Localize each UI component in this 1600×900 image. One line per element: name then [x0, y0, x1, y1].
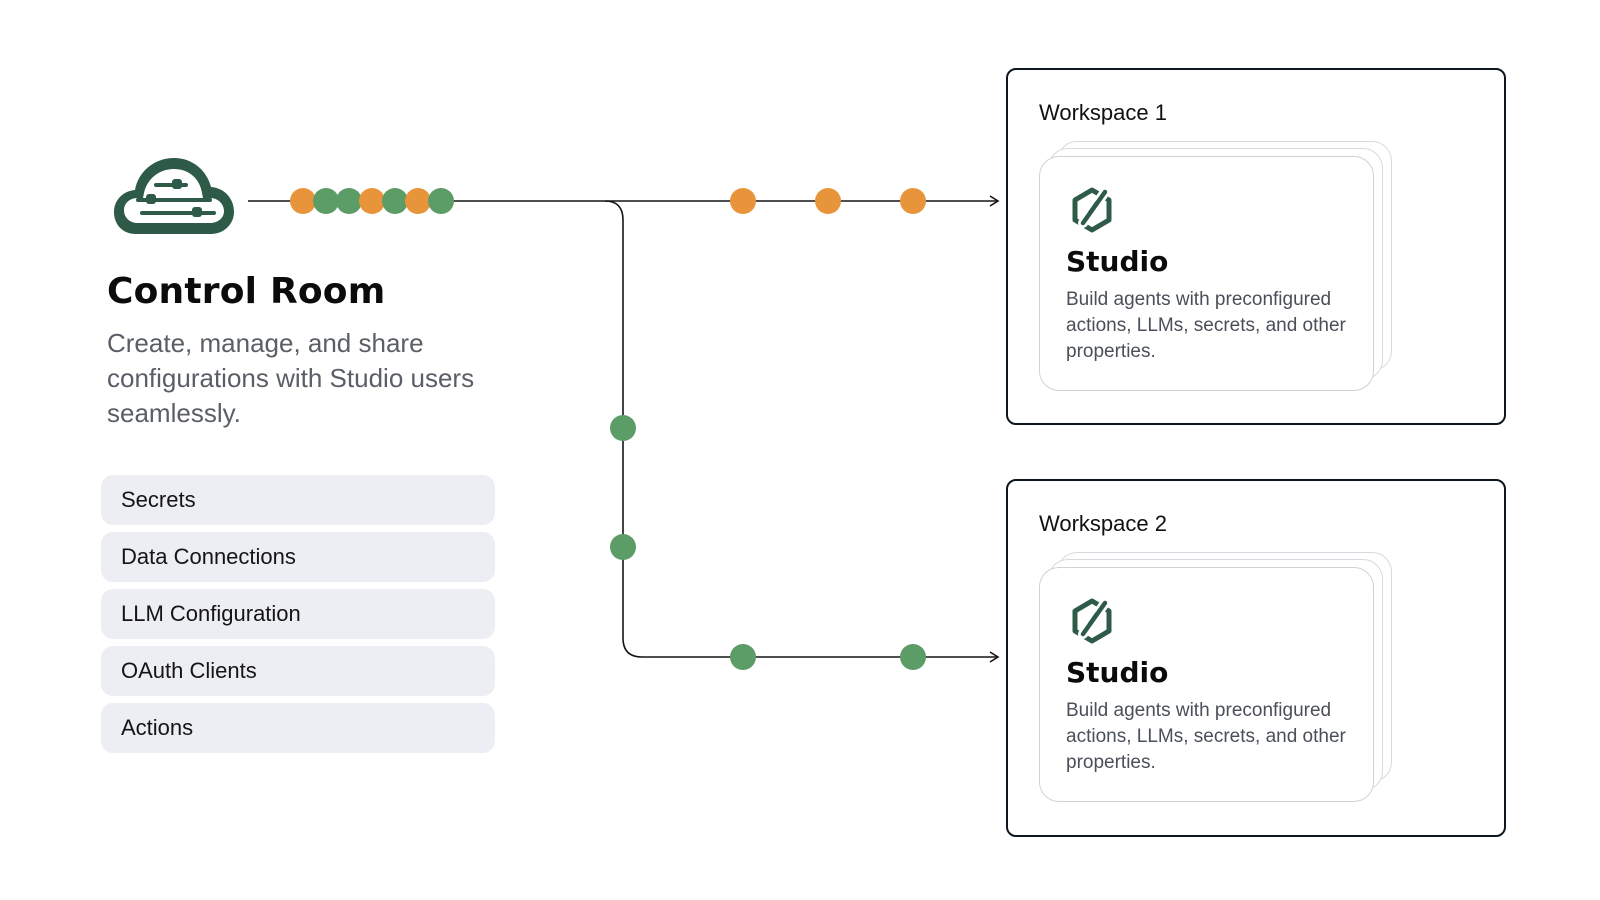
config-item-data-connections[interactable]: Data Connections — [101, 532, 495, 582]
branch-flow-dot-green — [610, 534, 636, 560]
config-item-actions[interactable]: Actions — [101, 703, 495, 753]
workspace-1-flow-dot-orange — [730, 188, 756, 214]
workspace-2-title: Workspace 2 — [1039, 511, 1167, 536]
flow-dots — [290, 188, 926, 670]
configuration-list: Secrets Data Connections LLM Configurati… — [101, 475, 495, 760]
workspace-1-panel: Workspace 1 Studio Build agents with pre… — [1006, 68, 1506, 425]
config-item-secrets[interactable]: Secrets — [101, 475, 495, 525]
studio-title: Studio — [1066, 656, 1169, 689]
studio-description: Build agents with preconfigured actions,… — [1066, 289, 1346, 362]
source-flow-dot-orange — [290, 188, 316, 214]
source-flow-dot-green — [382, 188, 408, 214]
control-room-description: Create, manage, and share configurations… — [107, 328, 475, 428]
studio-title: Studio — [1066, 245, 1169, 278]
cloud-sliders-icon — [114, 158, 234, 234]
source-flow-dot-green — [336, 188, 362, 214]
studio-card[interactable]: Studio Build agents with preconfigured a… — [1039, 567, 1374, 802]
source-flow-dot-orange — [405, 188, 431, 214]
studio-description: Build agents with preconfigured actions,… — [1066, 700, 1346, 773]
connector-line-branch — [604, 200, 1000, 663]
studio-pen-icon — [1072, 187, 1112, 233]
studio-card-stack: Studio Build agents with preconfigured a… — [1039, 141, 1394, 391]
workspace-2-flow-dot-green — [730, 644, 756, 670]
source-flow-dot-green — [313, 188, 339, 214]
studio-pen-icon — [1072, 598, 1112, 644]
workspace-1-title: Workspace 1 — [1039, 100, 1167, 125]
control-room-title: Control Room — [107, 271, 386, 312]
workspace-2-flow-dot-green — [900, 644, 926, 670]
source-flow-dot-orange — [359, 188, 385, 214]
workspace-2-panel: Workspace 2 Studio Build agents with pre… — [1006, 479, 1506, 837]
config-item-oauth-clients[interactable]: OAuth Clients — [101, 646, 495, 696]
workspace-1-flow-dot-orange — [900, 188, 926, 214]
studio-card-stack: Studio Build agents with preconfigured a… — [1039, 552, 1394, 802]
workspace-1-flow-dot-orange — [815, 188, 841, 214]
source-flow-dot-green — [428, 188, 454, 214]
config-item-llm-configuration[interactable]: LLM Configuration — [101, 589, 495, 639]
branch-flow-dot-green — [610, 415, 636, 441]
studio-card[interactable]: Studio Build agents with preconfigured a… — [1039, 156, 1374, 391]
